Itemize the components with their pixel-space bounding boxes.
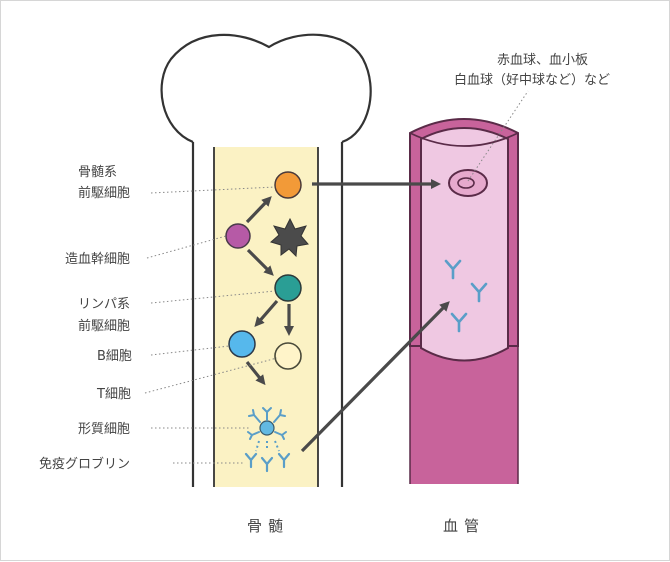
label-blood-cells-2: 白血球（好中球など）など: [454, 72, 610, 88]
label-myeloid-progenitor-2: 前駆細胞: [78, 185, 130, 201]
label-lymphoid-progenitor-1: リンパ系: [78, 297, 130, 312]
lymphoid-progenitor-cell: [274, 274, 302, 302]
vessel-wall-lower: [410, 346, 518, 484]
megakaryocyte: [269, 217, 309, 258]
b-cell: [228, 330, 256, 358]
label-b-cell: B細胞: [97, 349, 132, 364]
plasma-cell: [247, 407, 287, 440]
bone-marrow-cavity: [214, 147, 318, 487]
label-t-cell: T細胞: [96, 387, 131, 402]
bone-outline: [160, 33, 372, 144]
label-immunoglobulin: 免疫グロブリン: [39, 456, 130, 472]
immunoglobulin-group: [244, 440, 291, 473]
t-cell: [274, 342, 302, 370]
myeloid-progenitor-cell: [274, 171, 302, 199]
label-plasma-cell: 形質細胞: [78, 422, 130, 437]
red-blood-cell: [448, 169, 488, 197]
label-lymphoid-progenitor-2: 前駆細胞: [78, 318, 130, 334]
antibody-in-vessel: [444, 259, 488, 333]
vessel-lumen: [420, 127, 509, 362]
label-stem-cell: 造血幹細胞: [65, 251, 130, 267]
caption-bone-marrow: 骨髄: [247, 517, 289, 535]
blood-vessel: [409, 118, 519, 484]
leader-lines: [144, 90, 529, 464]
label-blood-cells-1: 赤血球、血小板: [497, 53, 588, 68]
stem-cell: [225, 223, 251, 249]
caption-blood-vessel: 血管: [443, 517, 485, 535]
label-myeloid-progenitor-1: 骨髄系: [78, 165, 117, 180]
